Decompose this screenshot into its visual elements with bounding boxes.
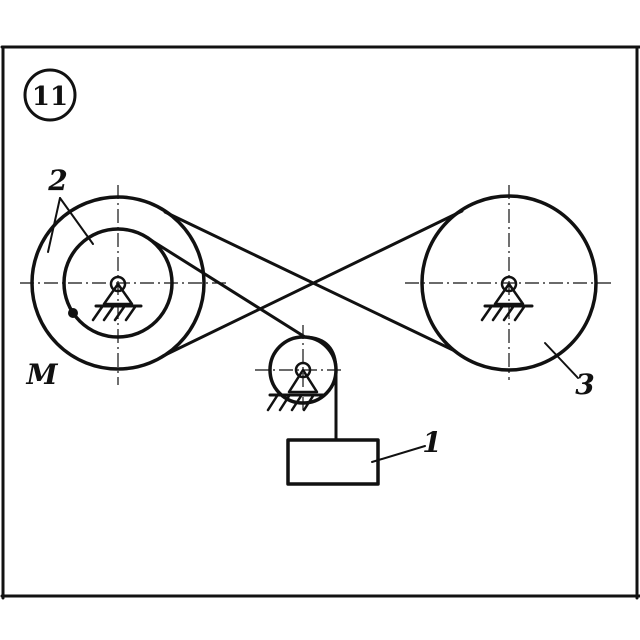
label-body-2: 2 [47, 164, 67, 197]
problem-number-badge: 11 [23, 68, 77, 122]
rope [144, 235, 338, 442]
ground-hatch-icon [266, 394, 315, 412]
block-1 [286, 438, 380, 486]
pivot-support-icon [91, 275, 143, 322]
problem-number: 11 [32, 82, 68, 112]
stepped-pulley-2 [30, 195, 206, 371]
pivot-support-icon [480, 275, 534, 322]
ground-hatch-icon [480, 305, 526, 322]
label-point-m: M [26, 358, 59, 391]
leader-lines [47, 197, 579, 463]
label-body-3: 3 [575, 368, 594, 401]
point-m-marker [68, 308, 78, 318]
label-body-1: 1 [422, 426, 441, 459]
pulley-2-inner-rim [62, 227, 174, 339]
pulley-3 [420, 194, 598, 372]
pivot-support-icon [266, 361, 325, 412]
ground-hatch-icon [91, 305, 137, 322]
pulley-2-outer-rim [30, 195, 206, 371]
crossed-belt [161, 209, 464, 358]
figure-frame [0, 45, 640, 600]
pulley-3-rim [420, 194, 598, 372]
